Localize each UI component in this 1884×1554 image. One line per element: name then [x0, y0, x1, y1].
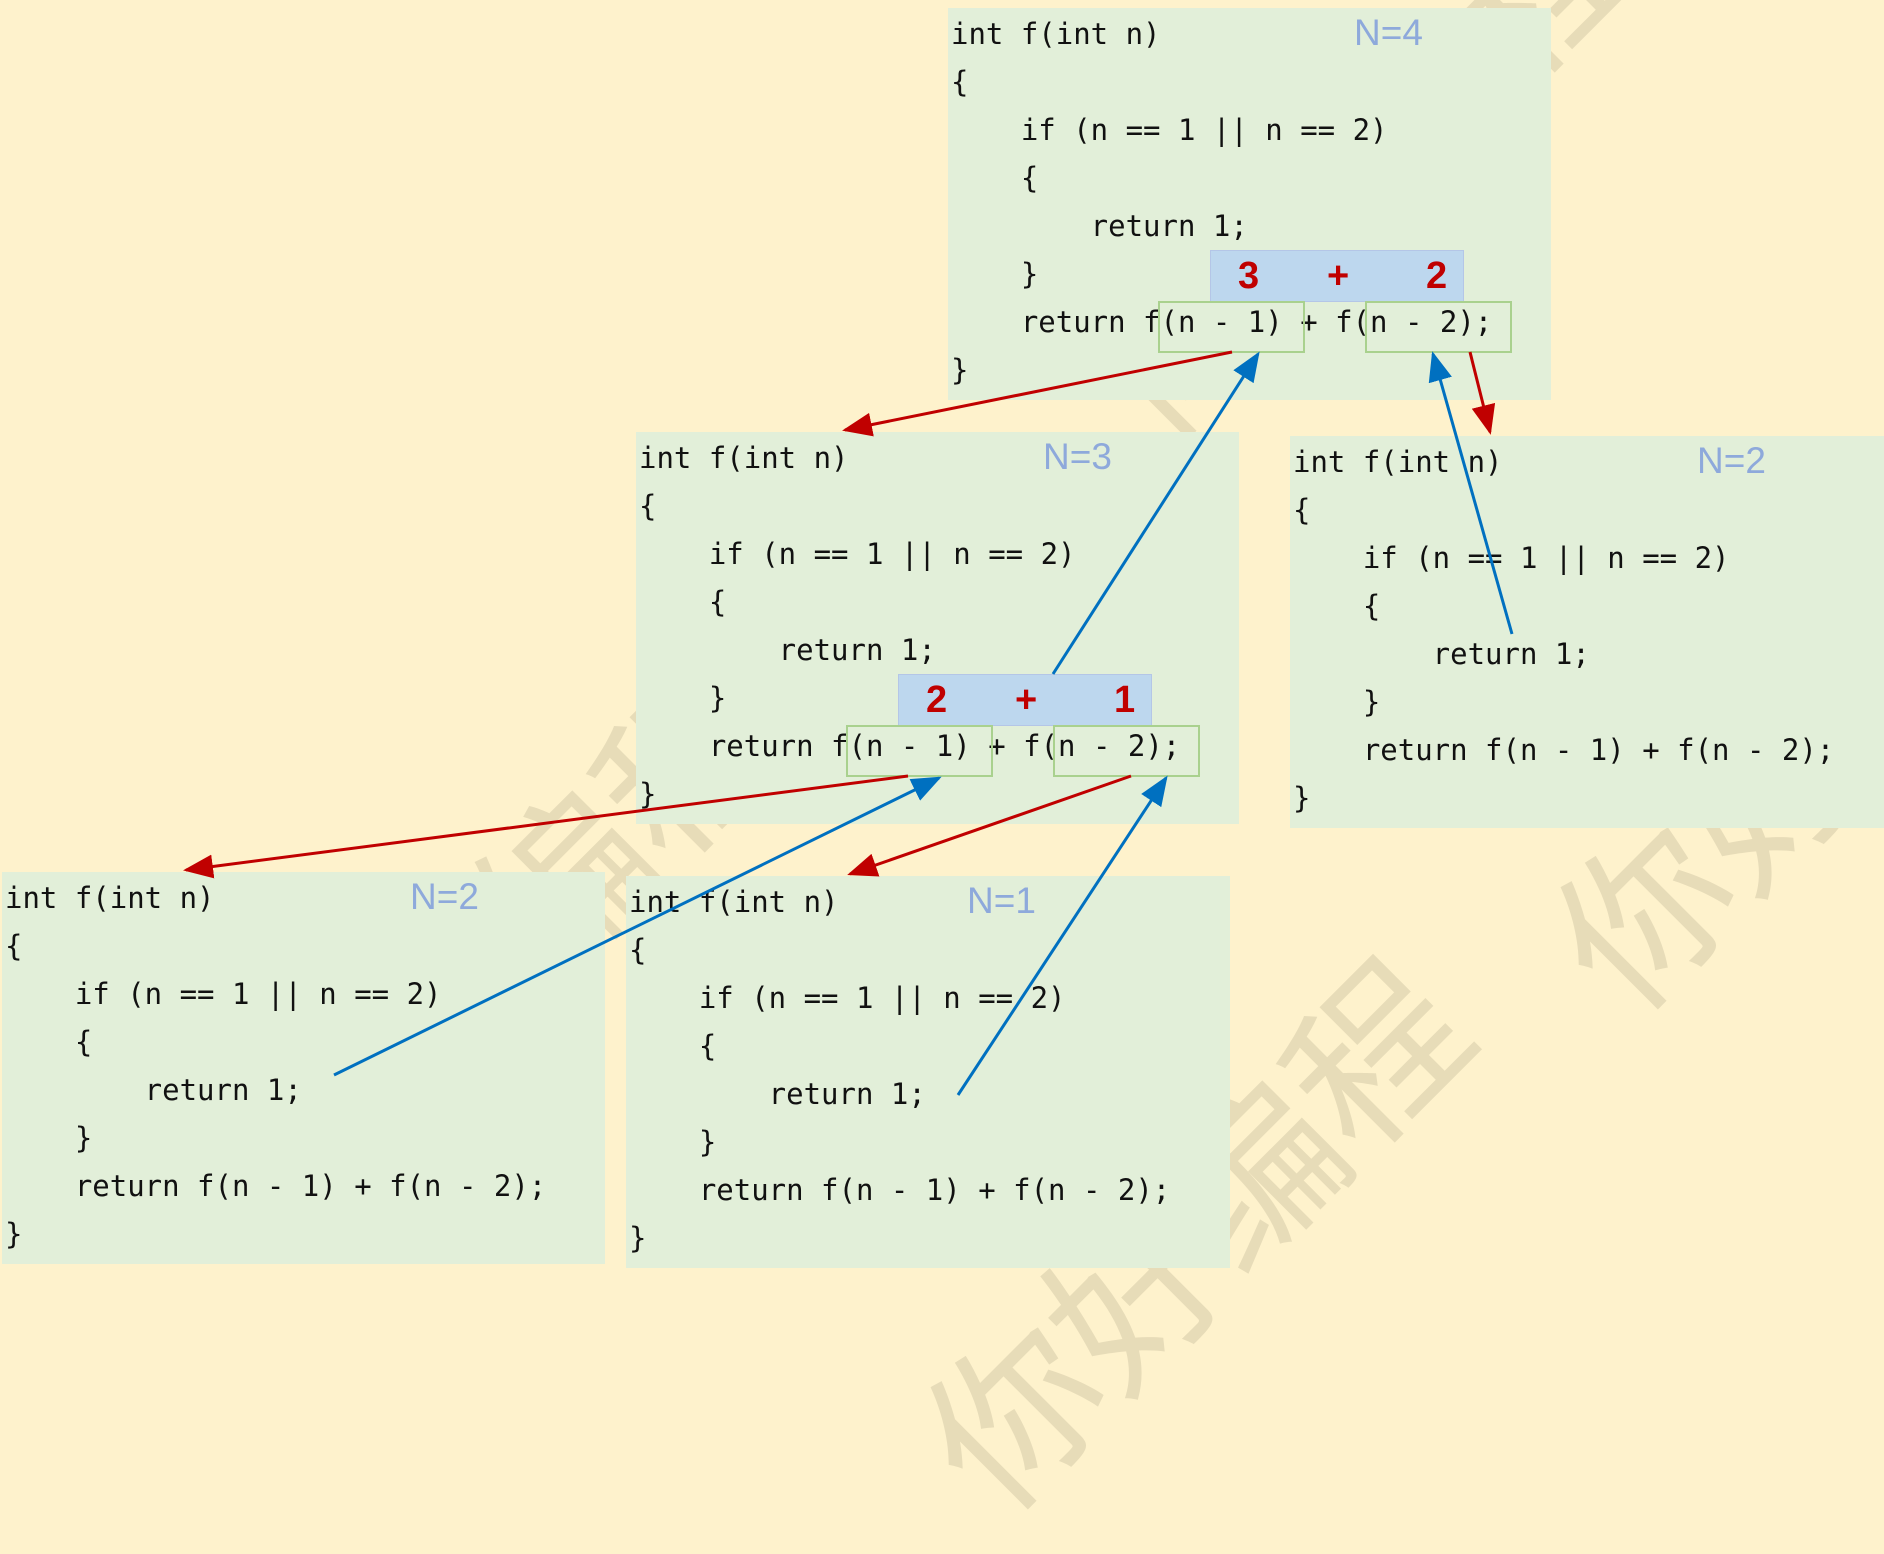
code-line: { — [1293, 493, 1311, 527]
code-line: return 1; — [629, 1077, 926, 1111]
code-line: { — [639, 585, 727, 619]
sum-right: 2 — [1426, 255, 1448, 297]
code-line: if (n == 1 || n == 2) — [1293, 541, 1730, 575]
code-line: return 1; — [5, 1073, 302, 1107]
sum-op: + — [1015, 679, 1038, 721]
frame-n1-label: N=1 — [967, 880, 1036, 921]
frame-n4-sum: 3 + 2 — [1210, 250, 1464, 302]
frame-n4 — [948, 8, 1551, 400]
code-line: if (n == 1 || n == 2) — [5, 977, 442, 1011]
code-line: { — [1293, 589, 1381, 623]
code-line: { — [5, 1025, 93, 1059]
frame-n4-label: N=4 — [1354, 12, 1423, 53]
code-line: return f(n - 1) + f(n - 2); — [639, 729, 1181, 763]
call-arrow-n3-to-n1 — [847, 774, 1132, 877]
code-line: if (n == 1 || n == 2) — [639, 537, 1076, 571]
code-line: } — [5, 1121, 93, 1155]
code-line: int f(int n) — [951, 17, 1161, 51]
code-line: return f(n - 1) + f(n - 2); — [629, 1173, 1171, 1207]
code-line: return f(n - 1) + f(n - 2); — [951, 305, 1493, 339]
code-line: int f(int n) — [629, 885, 839, 919]
code-line: { — [629, 1029, 717, 1063]
code-line: } — [5, 1217, 23, 1251]
call-arrow-n3-to-n2 — [183, 774, 909, 879]
return-arrow-n2-to-n3 — [333, 776, 942, 1077]
code-line: { — [639, 489, 657, 523]
code-line: } — [951, 353, 969, 387]
call-arrow-n4-to-n2 — [1468, 351, 1496, 435]
code-line: } — [1293, 685, 1381, 719]
call-return-arrows — [183, 350, 1514, 1096]
code-line: { — [5, 929, 23, 963]
frame-n3 — [636, 432, 1239, 824]
return-arrow-n3-to-n4 — [1051, 351, 1260, 675]
frame-n3-code: int f(int n) { if (n == 1 || n == 2) { re… — [639, 434, 1180, 818]
sum-left: 3 — [1238, 255, 1260, 297]
code-line: if (n == 1 || n == 2) — [629, 981, 1066, 1015]
frame-n2-left-code: int f(int n) { if (n == 1 || n == 2) { re… — [5, 874, 546, 1258]
frame-n1-code: int f(int n) { if (n == 1 || n == 2) { re… — [629, 878, 1170, 1262]
frame-n3-label: N=3 — [1043, 436, 1112, 477]
code-line: return f(n - 1) + f(n - 2); — [5, 1169, 547, 1203]
code-line: { — [951, 161, 1039, 195]
return-arrow-n2-to-n4 — [1428, 351, 1514, 635]
code-line: { — [951, 65, 969, 99]
code-line: return f(n - 1) + f(n - 2); — [1293, 733, 1835, 767]
code-line: return 1; — [951, 209, 1248, 243]
code-line: int f(int n) — [1293, 445, 1503, 479]
code-line: } — [629, 1221, 647, 1255]
frame-n2-left — [2, 872, 605, 1264]
frame-n3-call-left — [846, 725, 993, 777]
frame-n2-right-code: int f(int n) { if (n == 1 || n == 2) { re… — [1293, 438, 1834, 822]
code-line: return 1; — [1293, 637, 1590, 671]
code-line: } — [1293, 781, 1311, 815]
sum-right: 1 — [1114, 679, 1136, 721]
frame-n2-right-label: N=2 — [1697, 440, 1766, 481]
code-line: { — [629, 933, 647, 967]
frame-n2-right — [1290, 436, 1884, 828]
code-line: return 1; — [639, 633, 936, 667]
code-line: if (n == 1 || n == 2) — [951, 113, 1388, 147]
return-arrow-n1-to-n3 — [956, 775, 1168, 1096]
code-line: } — [629, 1125, 717, 1159]
code-line: int f(int n) — [5, 881, 215, 915]
code-line: } — [639, 681, 727, 715]
sum-left: 2 — [926, 679, 948, 721]
frame-n2-left-label: N=2 — [410, 876, 479, 917]
frame-n1 — [626, 876, 1230, 1268]
frame-n3-sum: 2 + 1 — [898, 674, 1152, 726]
code-line: } — [639, 777, 657, 811]
code-line: } — [951, 257, 1039, 291]
code-line: int f(int n) — [639, 441, 849, 475]
call-arrow-n4-to-n3 — [842, 350, 1233, 437]
sum-op: + — [1327, 255, 1350, 297]
frame-n4-code: int f(int n) { if (n == 1 || n == 2) { re… — [951, 10, 1492, 394]
